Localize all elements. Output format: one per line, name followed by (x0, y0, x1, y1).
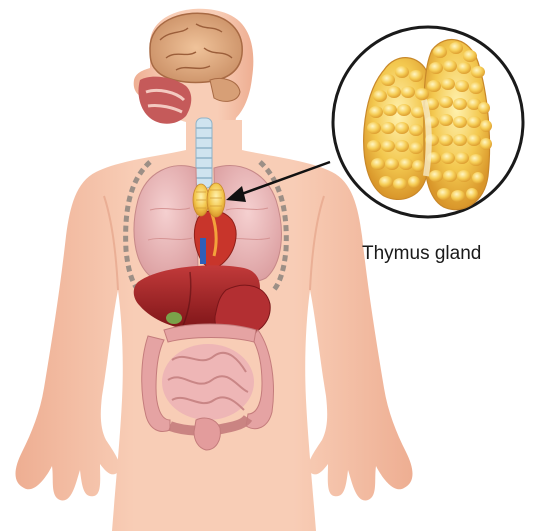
magnified-callout (333, 27, 523, 217)
gallbladder (166, 312, 182, 324)
trachea (196, 118, 212, 188)
small-intestine (162, 344, 254, 420)
bladder (194, 418, 220, 450)
thymus-gland-label: Thymus gland (362, 243, 532, 265)
